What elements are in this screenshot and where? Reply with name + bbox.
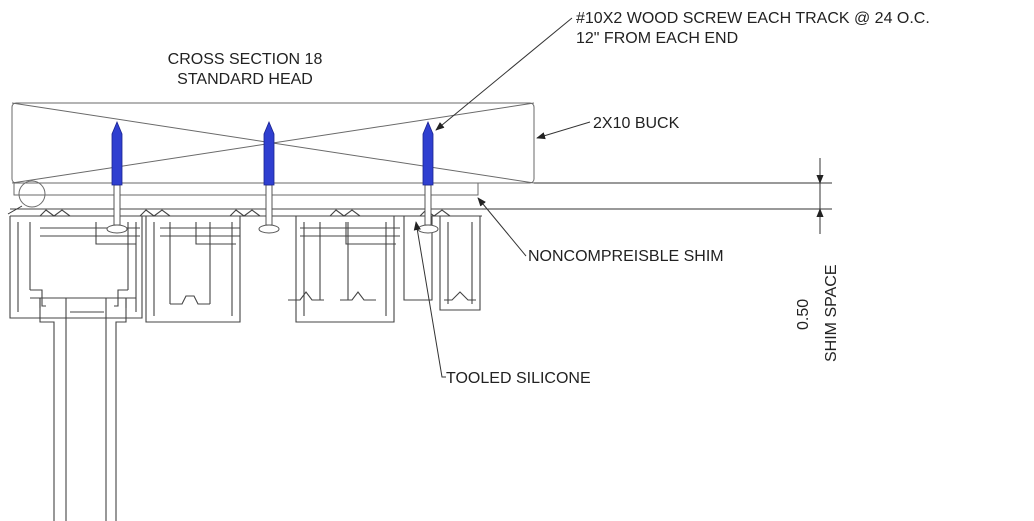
dimension-value: 0.50 [795,299,812,330]
shim-callout: NONCOMPREISBLE SHIM [528,248,724,265]
wood-screw-2 [258,120,280,234]
screw-leader [435,17,573,131]
buck-callout: 2X10 BUCK [593,115,680,132]
shim-leader [477,197,527,257]
title-line-1: CROSS SECTION 18 [168,51,323,68]
shim [13,180,479,208]
buck-leader [536,121,591,140]
silicone-callout: TOOLED SILICONE [446,370,591,387]
silicone-leader [413,221,446,378]
title-line-2: STANDARD HEAD [177,71,313,88]
shim-space-dimension: 0.50 SHIM SPACE [795,158,840,362]
track-profiles [9,208,482,323]
wood-screw-1 [106,120,128,234]
window-frame [30,297,136,521]
screw-callout-line-2: 12" FROM EACH END [576,30,738,47]
shim-leader-left [7,205,23,215]
dimension-label: SHIM SPACE [823,265,840,363]
screw-callout-line-1: #10X2 WOOD SCREW EACH TRACK @ 24 O.C. [576,10,930,27]
